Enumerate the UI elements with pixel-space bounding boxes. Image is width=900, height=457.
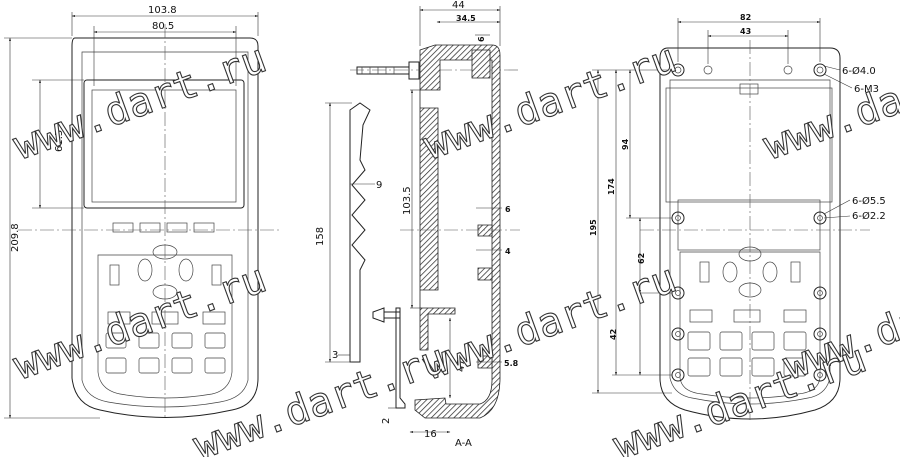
dim-back-42: 42 [609, 329, 618, 340]
watermarks: www.dart.ru www.dart.ru www.dart.ru www.… [7, 35, 900, 457]
front-body-outline [71, 37, 259, 418]
dim-back-top-span: 82 [740, 13, 751, 22]
dim-back-94: 94 [621, 138, 630, 150]
back-key-grid [687, 331, 807, 377]
back-body-outline [659, 47, 841, 420]
dim-section-height: 103.5 [402, 186, 413, 215]
display-window [91, 89, 237, 203]
dim-section-5-8: 5.8 [504, 359, 519, 368]
dim-section-depth: 44 [452, 0, 465, 11]
soft-keys-row [112, 222, 215, 233]
dim-back-174: 174 [607, 178, 616, 195]
callout-holes-4: 6-Ø4.0 [842, 65, 876, 77]
keypad-panel [97, 254, 233, 399]
dim-section-inner: 34.5 [456, 14, 476, 23]
callout-holes-5-5: 6-Ø5.5 [852, 195, 886, 207]
watermark: www.dart.ru [608, 336, 873, 457]
dim-back-top-inner: 43 [740, 27, 751, 36]
section-label: A-A [455, 438, 472, 449]
watermark: www.dart.ru [8, 36, 273, 170]
front-view: 103.8 80.5 61.5 209.8 [4, 5, 280, 420]
dim-back-195: 195 [589, 219, 598, 236]
section-view: 44 34.5 6 103.5 6 4 47 5.8 16 A-A [400, 0, 520, 449]
dim-overall-width: 103.8 [148, 5, 177, 16]
display-bezel [83, 79, 245, 209]
key-grid [105, 332, 226, 374]
dim-clip-base: 3 [332, 350, 338, 361]
dim-clip-length: 158 [315, 227, 326, 246]
watermark: www.dart.ru [418, 256, 683, 390]
callout-holes-2-2: 6-Ø2.2 [852, 210, 886, 222]
watermark: www.dart.ru [8, 256, 273, 390]
dim-bracket: 2 [381, 418, 392, 424]
clip-profile [349, 102, 371, 363]
watermark: www.dart.ru [188, 336, 453, 457]
watermark: www.dart.ru [758, 36, 900, 170]
dim-section-16: 16 [424, 429, 437, 440]
back-body-inner [669, 79, 831, 405]
dim-back-62: 62 [637, 253, 646, 264]
front-body-inner [81, 51, 249, 408]
dim-overall-height: 209.8 [10, 223, 21, 252]
dim-section-47: 47 [456, 359, 467, 372]
dim-window-height: 61.5 [54, 130, 65, 152]
dim-window-width: 80.5 [152, 21, 174, 32]
section-wall [414, 44, 501, 419]
callout-thread: 6-M3 [854, 84, 879, 95]
dim-section-6-top: 6 [477, 36, 486, 42]
dim-clip-tooth: 9 [376, 180, 382, 191]
dim-section-6: 6 [505, 205, 511, 214]
back-view: 82 43 195 174 94 62 42 6-Ø4.0 6-M3 6-Ø5.… [589, 13, 886, 420]
dim-section-4: 4 [505, 247, 511, 256]
